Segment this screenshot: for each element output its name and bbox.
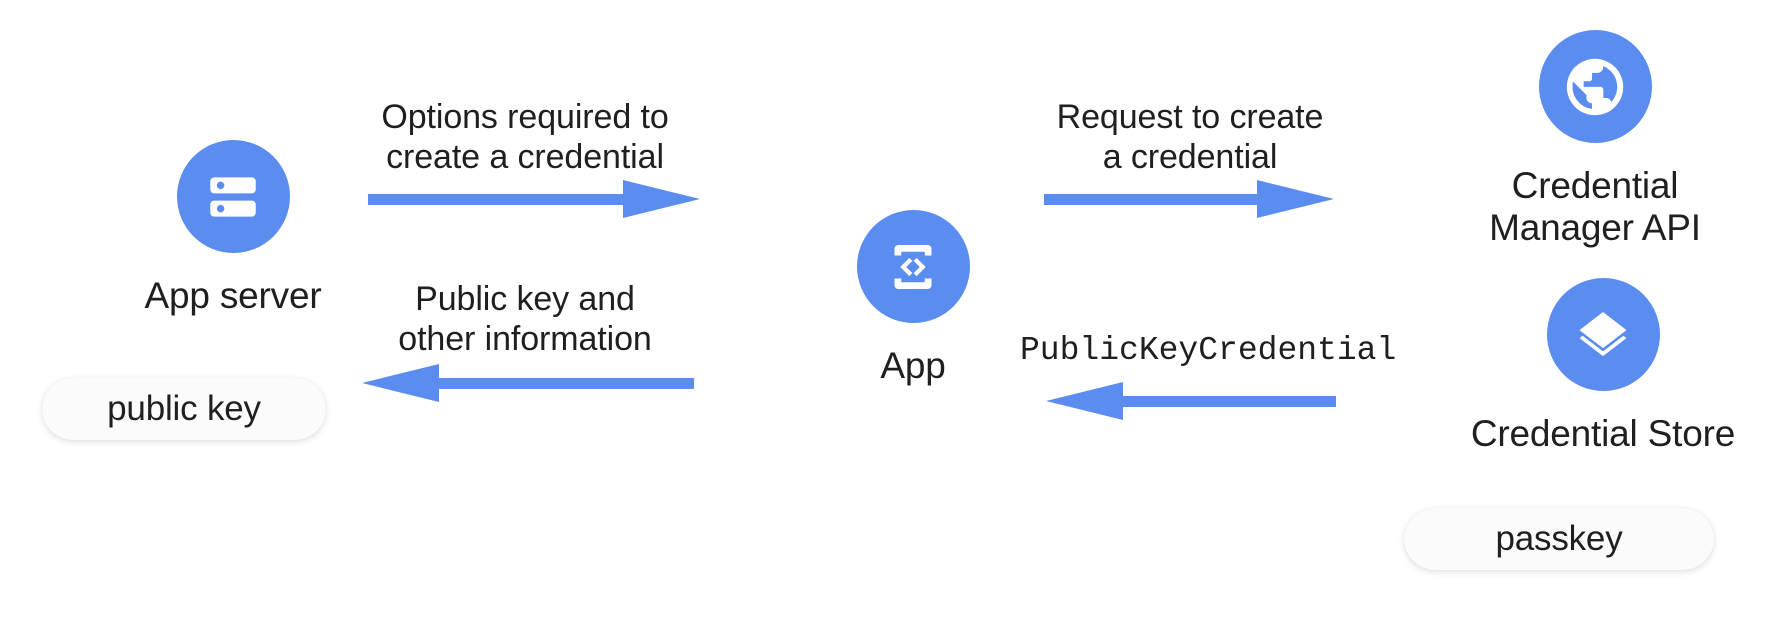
chip-passkey: passkey: [1404, 508, 1714, 570]
phone-code-icon: [894, 244, 932, 289]
arrow-caption-request-to-create: Request to create a credential: [1056, 98, 1324, 176]
phone-code-icon-circle: [856, 210, 970, 323]
chip-public-key-label: public key: [107, 389, 261, 428]
server-icon-circle: [176, 140, 290, 253]
layers-icon: [1579, 311, 1627, 356]
arrow-caption-publickeycredential: PublicKeyCredential: [1020, 332, 1397, 369]
layers-icon-circle: [1546, 278, 1660, 391]
globe-icon: [1566, 58, 1624, 115]
arrow-shaft-right-2: [1044, 180, 1334, 218]
globe-icon-circle: [1538, 30, 1652, 143]
arrow-caption-options-required: Options required to create a credential: [381, 98, 669, 176]
arrow-shaft-left-2: [1046, 382, 1336, 420]
arrow-shaft-left-1: [362, 364, 694, 402]
node-label-app: App: [880, 345, 946, 386]
arrow-caption-public-key-and-other-information: Public key and other information: [398, 280, 652, 358]
node-label-credential-manager-api: Credential Manager API: [1489, 165, 1701, 249]
node-credential-manager-api: Credential Manager API: [1440, 30, 1750, 249]
arrow-request-to-create: Request to create a credential: [1020, 98, 1360, 218]
arrow-publickeycredential: PublicKeyCredential: [1020, 332, 1397, 442]
chip-public-key: public key: [42, 378, 326, 440]
node-label-credential-store: Credential Store: [1470, 413, 1736, 454]
node-app-server: App server: [128, 140, 338, 317]
node-label-app-server: App server: [144, 275, 322, 316]
arrow-public-key-and-other-information: Public key and other information: [330, 280, 720, 402]
node-credential-store: Credential Store: [1448, 278, 1758, 455]
chip-passkey-label: passkey: [1495, 519, 1623, 558]
server-icon: [210, 176, 256, 217]
arrow-options-required: Options required to create a credential: [330, 98, 720, 218]
node-app: App: [818, 210, 1008, 387]
arrow-shaft-right-1: [368, 180, 700, 218]
